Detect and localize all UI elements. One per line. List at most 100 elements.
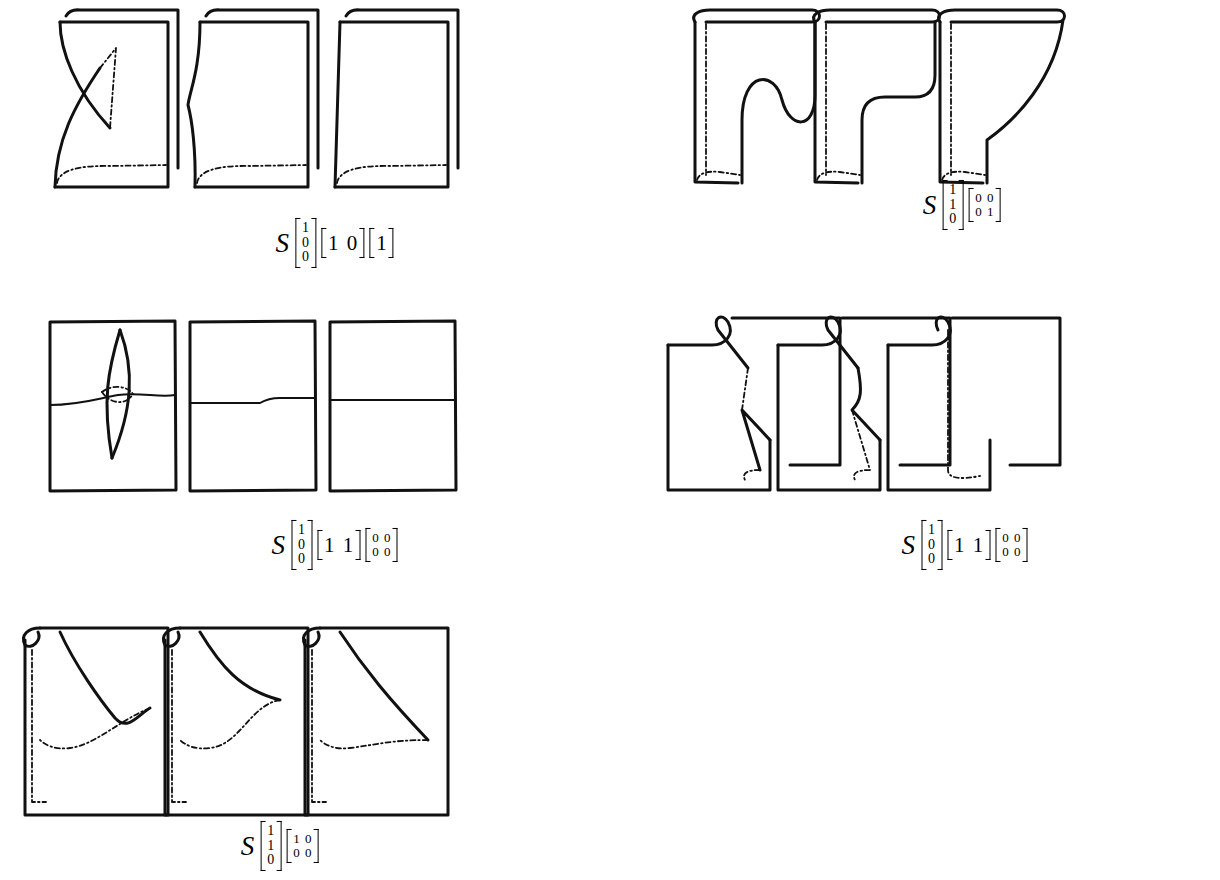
sketch-stroke	[112, 330, 129, 458]
matrix-entry: 1 1	[324, 533, 353, 557]
matrix-entry: 0 0	[372, 545, 390, 559]
sketch-stroke	[742, 410, 770, 470]
sketch-stroke	[694, 10, 820, 22]
sketch-stroke	[778, 345, 880, 490]
sketch-stroke	[163, 628, 180, 646]
sketch-stroke	[695, 22, 738, 183]
matrix-entry: 0 0	[1002, 531, 1020, 545]
matrix-entry: 1 1	[954, 533, 983, 557]
matrix: 0 00 1	[967, 188, 1001, 223]
matrix-entry: 1	[949, 198, 956, 213]
sketch-stroke	[55, 68, 100, 187]
surface-symbol: S	[275, 228, 291, 259]
sketch-stroke	[50, 394, 175, 405]
sketch-stroke	[195, 22, 308, 187]
sketch-stroke	[312, 650, 326, 802]
matrix-entry: 1	[267, 824, 274, 839]
sketch-stroke	[165, 628, 308, 815]
sketch-stroke	[852, 410, 870, 480]
sketch-stroke	[303, 628, 320, 646]
sketch-stroke	[40, 708, 150, 748]
sketch-stroke	[668, 317, 748, 368]
sketch-stroke	[825, 24, 827, 175]
row-vector: 1	[368, 228, 395, 258]
curled-sheet	[23, 628, 168, 815]
sketch-stroke	[888, 317, 950, 345]
symbol-group: S	[275, 228, 291, 259]
sketch-stroke	[25, 628, 168, 815]
matrix: 0 00 0	[364, 528, 398, 563]
sketch-stroke	[942, 172, 985, 180]
sketch-stroke	[335, 22, 448, 187]
sketch-stroke	[102, 387, 133, 394]
sketch-stroke	[815, 22, 858, 183]
row-vector: 1 1	[316, 530, 361, 560]
sketch-stroke	[817, 172, 860, 180]
sketch-stroke	[862, 22, 935, 183]
matrix-entry: 0 1	[975, 205, 993, 219]
sketch-stroke	[206, 10, 318, 168]
matrix-entry: 0	[298, 552, 305, 567]
column-vector: 100	[920, 520, 943, 570]
surface-symbol: S	[902, 530, 918, 561]
matrix-entry: 0	[302, 250, 309, 265]
surface-symbol: S	[923, 190, 939, 221]
sketch-stroke	[180, 700, 280, 748]
rolled-sheet	[814, 10, 940, 183]
caption-formula: S1101 00 0	[241, 821, 320, 871]
matrix-entry: 0 0	[1002, 545, 1020, 559]
flat-sheet	[50, 321, 176, 491]
sketch-stroke	[340, 632, 428, 740]
sketch-stroke	[320, 740, 428, 748]
caption-formula: S1001 01	[275, 218, 394, 268]
matrix: 0 00 0	[994, 528, 1028, 563]
sketch-stroke	[732, 318, 840, 465]
matrix-entry: 1	[298, 523, 305, 538]
sketch-stroke	[100, 48, 116, 128]
sketch-stroke	[330, 321, 456, 491]
symbol-group: S	[272, 530, 288, 561]
sketch-stroke	[60, 632, 150, 723]
matrix-entry: 0 0	[372, 531, 390, 545]
sketch-stroke	[987, 20, 1063, 183]
sketch-stroke	[852, 368, 880, 440]
matrix-entry: 1 0	[293, 832, 311, 846]
sketch-stroke	[744, 470, 760, 480]
matrix: 1 00 0	[285, 829, 319, 864]
sketch-stroke	[742, 22, 815, 183]
sketch-stroke	[950, 24, 952, 175]
matrix-entry: 1	[928, 523, 935, 538]
folded-sheet	[188, 10, 318, 187]
matrix-entry: 0 0	[975, 191, 993, 205]
sketch-stroke	[888, 345, 990, 490]
s-fold-sheet	[668, 317, 840, 490]
column-vector: 100	[294, 218, 317, 268]
sketch-stroke	[197, 165, 306, 183]
sketch-stroke	[952, 318, 1060, 465]
matrix-entry: 0	[302, 236, 309, 251]
surface-symbol: S	[241, 831, 257, 862]
sketch-stroke	[330, 399, 455, 401]
sketch-stroke	[778, 317, 858, 368]
column-vector: 110	[941, 180, 964, 230]
symbol-group: S	[923, 190, 939, 221]
matrix-entry: 0	[928, 538, 935, 553]
caption-formula: S1001 10 00 0	[272, 520, 399, 570]
matrix-entry: 1	[376, 231, 387, 255]
matrix-entry: 0	[949, 212, 956, 227]
sketch-stroke	[335, 22, 340, 187]
sketch-stroke	[188, 22, 200, 187]
s-fold-sheet	[778, 317, 950, 490]
sketch-stroke	[190, 398, 315, 403]
sketch-stroke	[50, 321, 176, 491]
sketch-stroke	[842, 318, 950, 465]
caption-formula: S1100 00 1	[923, 180, 1002, 230]
sketch-stroke	[305, 628, 448, 815]
sketch-stroke	[200, 632, 280, 700]
s-fold-sheet	[888, 317, 1060, 490]
column-vector: 110	[259, 821, 282, 871]
matrix-entry: 1	[302, 221, 309, 236]
sketch-stroke	[742, 368, 748, 410]
